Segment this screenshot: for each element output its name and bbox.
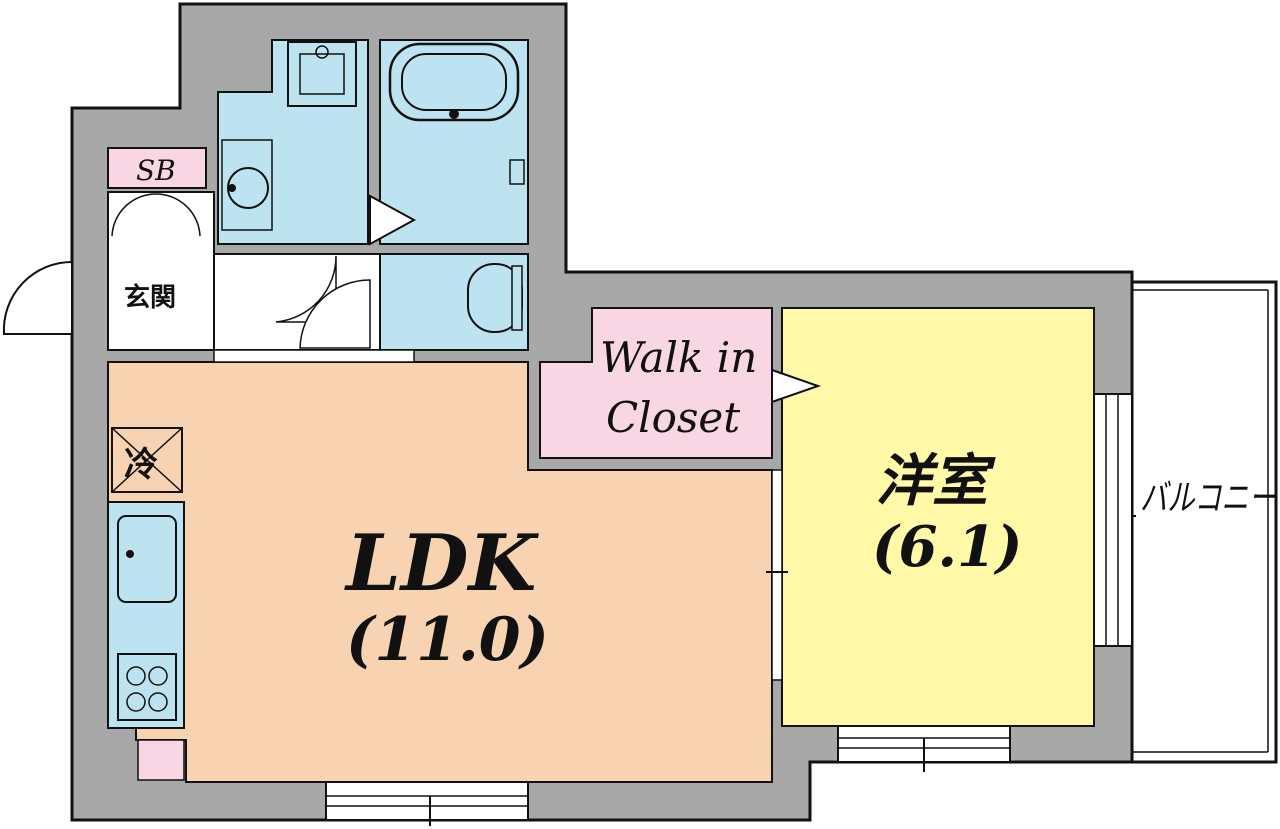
closet-label-1: Walk in [600, 333, 757, 382]
balcony-label: バルコニー [1140, 478, 1277, 519]
window-ldk [325, 781, 529, 821]
western-room-size: (6.1) [872, 514, 1022, 580]
entrance [107, 191, 215, 351]
washing-machine [287, 41, 357, 107]
western-room [781, 307, 1095, 727]
kitchen-sink [117, 515, 177, 603]
balcony [1130, 280, 1278, 764]
entrance-label: 玄関 [124, 282, 176, 313]
ldk-size: (11.0) [346, 605, 549, 675]
walk-in-closet [539, 307, 773, 459]
closet-label-2: Closet [606, 393, 740, 442]
stove [117, 653, 177, 721]
western-room-label: 洋室 [876, 449, 996, 514]
fridge-label: 冷 [124, 445, 158, 485]
shoe-box [107, 147, 207, 189]
entry-door[interactable] [2, 260, 73, 335]
ldk-label: LDK [344, 518, 539, 609]
window-western-side [1093, 393, 1133, 647]
sb-label: SB [136, 154, 176, 187]
sliding-door[interactable] [771, 469, 783, 681]
bathtub [388, 42, 520, 122]
